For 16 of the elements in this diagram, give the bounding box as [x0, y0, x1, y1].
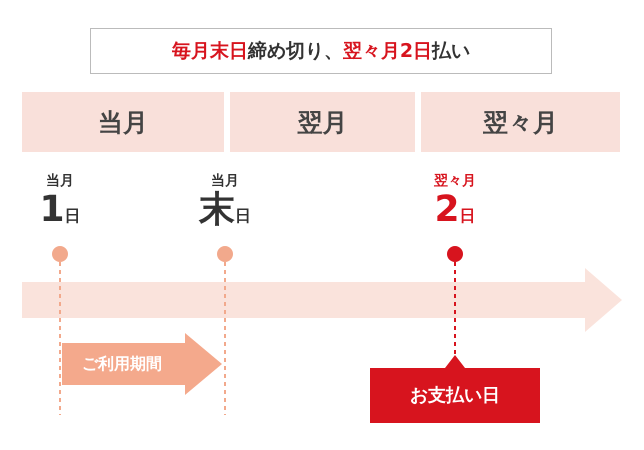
period-label: ご利用期間: [81, 354, 163, 375]
timeline-dot: [52, 246, 68, 262]
month-band: 翌々月: [421, 92, 620, 152]
month-band: 翌月: [230, 92, 415, 152]
day-label: 末日: [199, 190, 251, 230]
timeline-dot: [217, 246, 233, 262]
month-band: 当月: [22, 92, 224, 152]
title: 毎月末日締め切り、翌々月2日払い: [90, 28, 552, 74]
month-label: 翌々月: [434, 172, 476, 190]
payment-label: お支払い日: [409, 384, 501, 407]
month-label: 当月: [211, 172, 239, 190]
month-label: 当月: [46, 172, 74, 190]
dashed-line: [454, 262, 456, 355]
dashed-line: [59, 262, 61, 415]
dashed-line: [224, 262, 226, 415]
timeline-dot: [447, 246, 463, 262]
